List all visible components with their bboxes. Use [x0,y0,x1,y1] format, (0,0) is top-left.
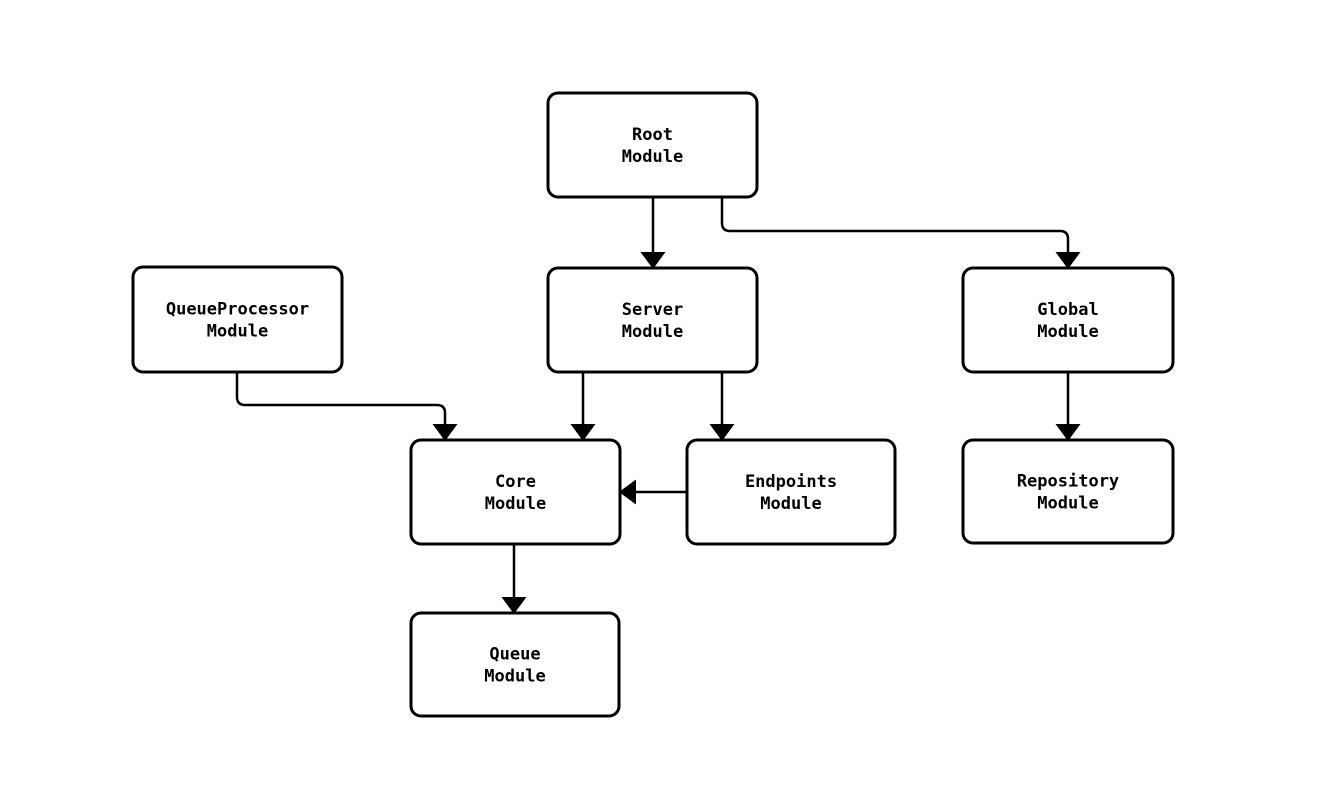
node-root-box [546,91,759,199]
node-endpoints-box [685,438,897,546]
edge-root-to-global [720,197,1081,269]
node-global-box [961,266,1175,374]
node-queue-processor-box [131,265,344,374]
node-queue-box [409,611,621,718]
node-server-box [546,266,759,374]
node-repository-box [961,438,1175,545]
edge-queue-processor-to-core [235,372,458,441]
node-core-box [409,438,622,546]
